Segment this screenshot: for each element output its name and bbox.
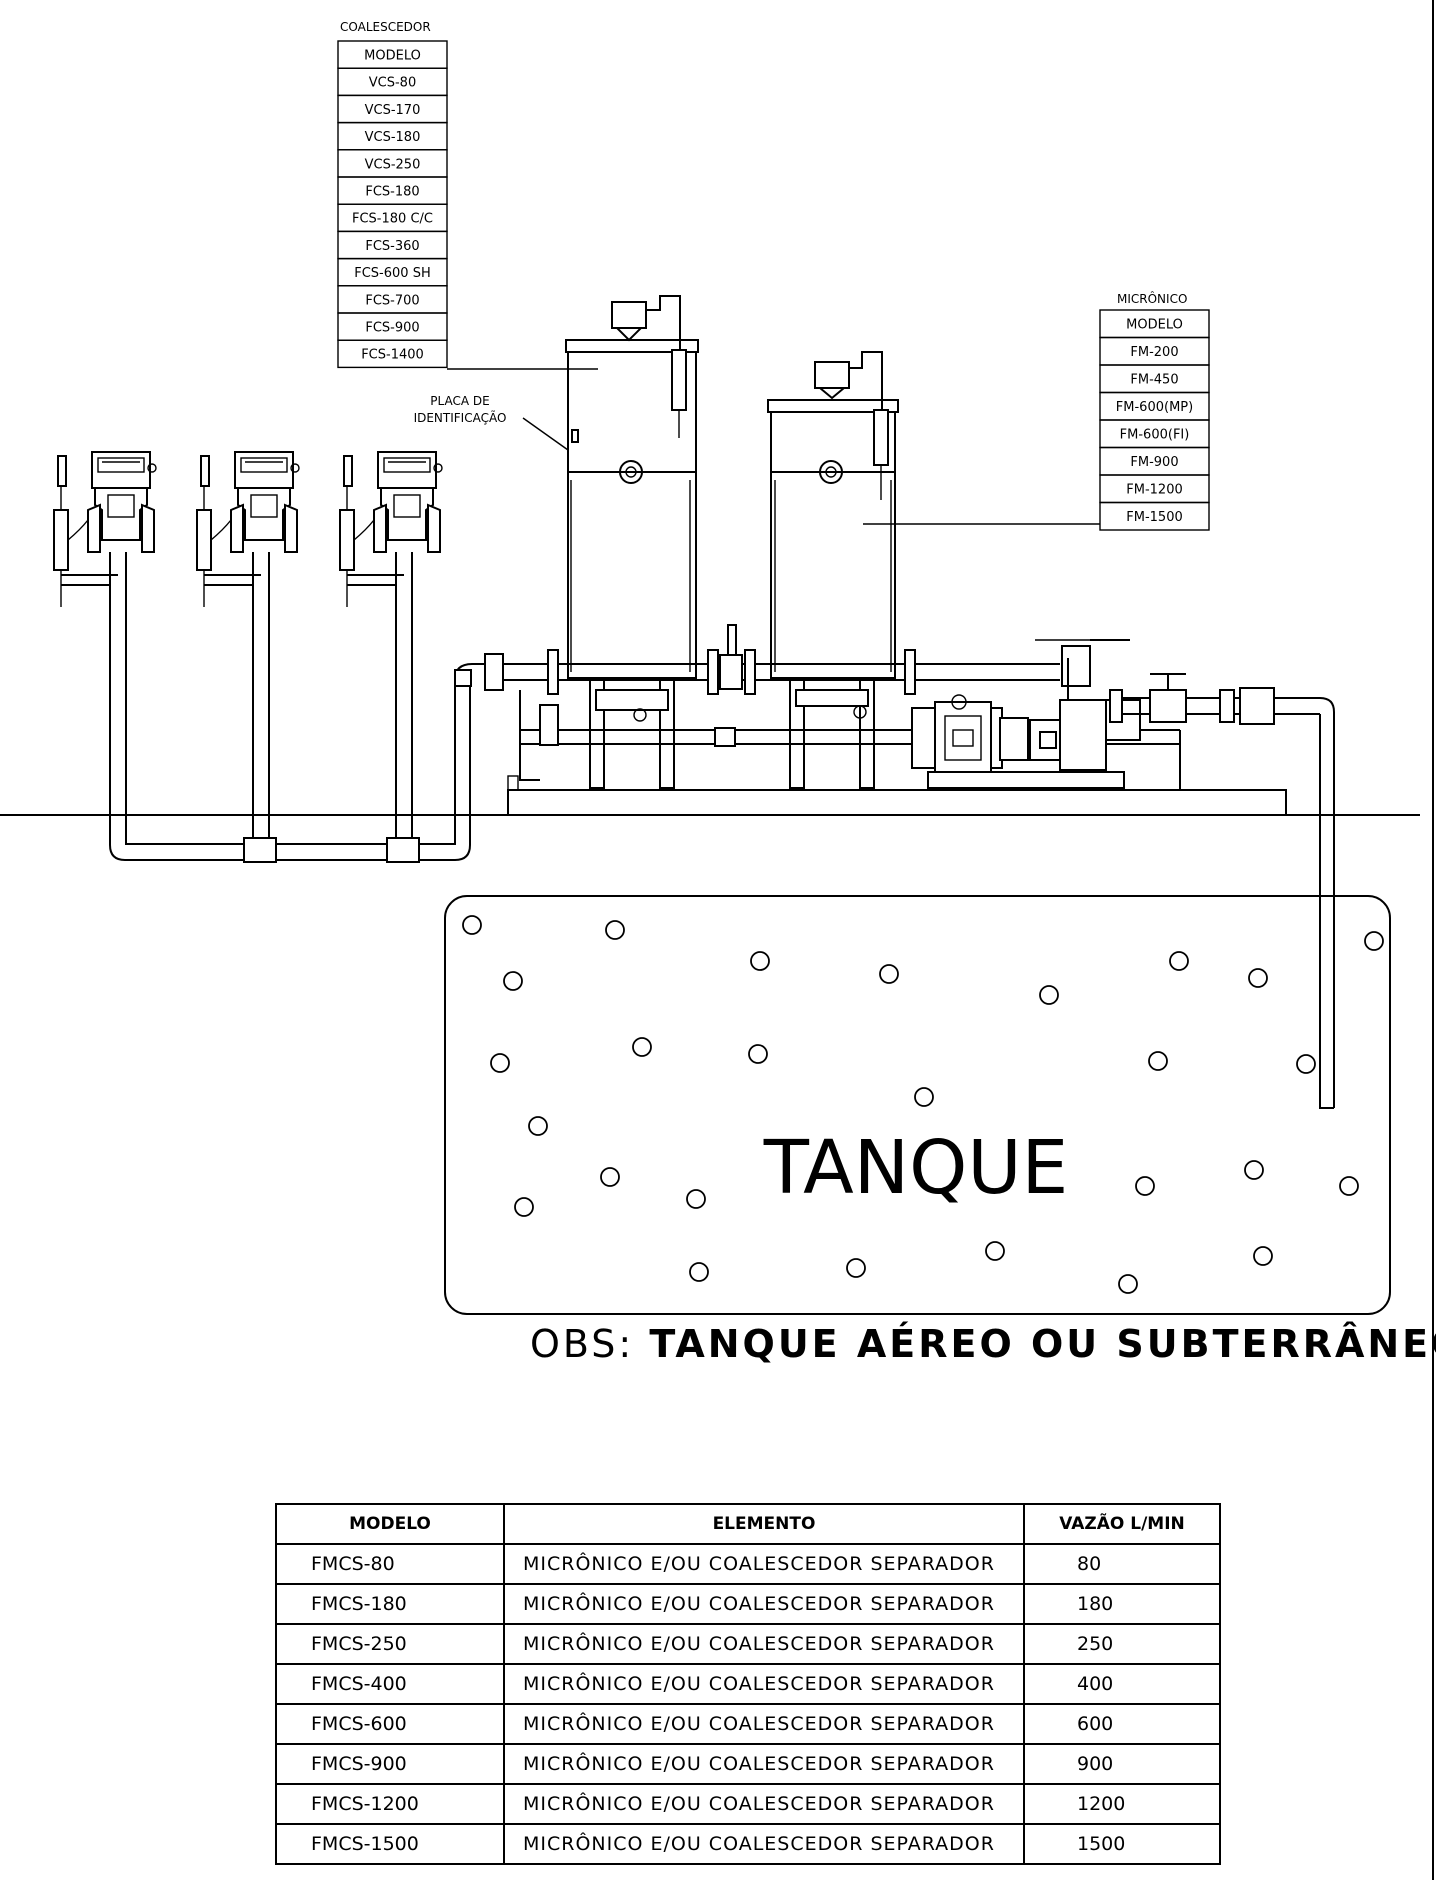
row-element: MICRÔNICO E/OU COALESCEDOR SEPARADOR [503, 1543, 1025, 1585]
row-element: MICRÔNICO E/OU COALESCEDOR SEPARADOR [503, 1703, 1025, 1745]
micronico-header: MODELO [1126, 318, 1183, 333]
row-model: FMCS-1500 [275, 1823, 505, 1865]
tank-bubbles [462, 915, 1384, 1294]
tank: TANQUE [444, 895, 1391, 1315]
table-row: FMCS-600 MICRÔNICO E/OU COALESCEDOR SEPA… [275, 1703, 1221, 1745]
row-model: FMCS-250 [275, 1623, 505, 1665]
coalescedor-model: FCS-180 [365, 184, 419, 199]
micronico-model: FM-1500 [1126, 510, 1182, 525]
row-model: FMCS-400 [275, 1663, 505, 1705]
row-element: MICRÔNICO E/OU COALESCEDOR SEPARADOR [503, 1583, 1025, 1625]
skid-piping [484, 624, 1180, 781]
micronico-model: FM-600(FI) [1120, 428, 1190, 443]
dispenser-2 [196, 451, 300, 845]
coalescedor-model: FCS-900 [365, 320, 419, 335]
coalescedor-table: COALESCEDOR MODELO VCS-80VCS-170VCS-180VC… [337, 20, 448, 369]
micronico-title: MICRÔNICO [1117, 291, 1187, 306]
row-model: FMCS-80 [275, 1543, 505, 1585]
skid-foot [507, 775, 519, 791]
row-element: MICRÔNICO E/OU COALESCEDOR SEPARADOR [503, 1823, 1025, 1865]
header-modelo: MODELO [275, 1503, 505, 1545]
row-flow: 900 [1023, 1743, 1221, 1785]
underground-piping [109, 663, 495, 863]
model-table: MODELO ELEMENTO VAZÃO L/MIN FMCS-80 MICR… [275, 1503, 1221, 1865]
row-flow: 600 [1023, 1703, 1221, 1745]
row-flow: 1200 [1023, 1783, 1221, 1825]
micronico-model: FM-600(MP) [1116, 400, 1193, 415]
header-vazao: VAZÃO L/MIN [1023, 1503, 1221, 1545]
obs-text: TANQUE AÉREO OU SUBTERRÂNEO [649, 1322, 1436, 1366]
table-row: FMCS-80 MICRÔNICO E/OU COALESCEDOR SEPAR… [275, 1543, 1221, 1585]
row-model: FMCS-600 [275, 1703, 505, 1745]
coalescedor-header: MODELO [364, 48, 421, 63]
return-line [1109, 673, 1335, 1109]
row-model: FMCS-180 [275, 1583, 505, 1625]
coalescedor-model: VCS-170 [365, 103, 421, 118]
placa-label-2: IDENTIFICAÇÃO [414, 410, 507, 425]
row-element: MICRÔNICO E/OU COALESCEDOR SEPARADOR [503, 1623, 1025, 1665]
micronico-model: FM-450 [1130, 373, 1178, 388]
row-flow: 400 [1023, 1663, 1221, 1705]
row-element: MICRÔNICO E/OU COALESCEDOR SEPARADOR [503, 1783, 1025, 1825]
row-flow: 80 [1023, 1543, 1221, 1585]
row-model: FMCS-900 [275, 1743, 505, 1785]
placa-leader [522, 417, 569, 451]
header-elemento: ELEMENTO [503, 1503, 1025, 1545]
coalescedor-model: VCS-80 [369, 76, 416, 91]
tank-label: TANQUE [763, 1125, 1069, 1211]
table-row: FMCS-1500 MICRÔNICO E/OU COALESCEDOR SEP… [275, 1823, 1221, 1865]
row-model: FMCS-1200 [275, 1783, 505, 1825]
row-flow: 180 [1023, 1583, 1221, 1625]
motor-pump [911, 639, 1141, 789]
coalescedor-title: COALESCEDOR [340, 20, 431, 34]
coalescedor-cell [337, 339, 448, 369]
micronic-vessel [767, 351, 899, 789]
dispenser-3 [339, 451, 443, 845]
coalescedor-model: VCS-180 [365, 130, 421, 145]
fuel-dispensers [53, 451, 443, 845]
coalescer-vessel [565, 295, 699, 789]
micronico-model: FM-200 [1130, 345, 1178, 360]
coalescedor-model: FCS-1400 [361, 348, 424, 363]
model-table-header: MODELO ELEMENTO VAZÃO L/MIN [275, 1503, 1221, 1545]
micronico-model: FM-1200 [1126, 483, 1182, 498]
coalescedor-model: FCS-600 SH [354, 266, 430, 281]
table-row: FMCS-900 MICRÔNICO E/OU COALESCEDOR SEPA… [275, 1743, 1221, 1785]
micronico-model: FM-900 [1130, 455, 1178, 470]
table-row: FMCS-1200 MICRÔNICO E/OU COALESCEDOR SEP… [275, 1783, 1221, 1825]
row-flow: 250 [1023, 1623, 1221, 1665]
table-row: FMCS-250 MICRÔNICO E/OU COALESCEDOR SEPA… [275, 1623, 1221, 1665]
dispenser-1 [53, 451, 157, 845]
base-skid [507, 789, 1287, 816]
table-row: FMCS-180 MICRÔNICO E/OU COALESCEDOR SEPA… [275, 1583, 1221, 1625]
coalescedor-model: VCS-250 [365, 157, 421, 172]
obs-note: OBS: TANQUE AÉREO OU SUBTERRÂNEO [530, 1322, 1436, 1366]
row-flow: 1500 [1023, 1823, 1221, 1865]
obs-lead: OBS: [530, 1322, 635, 1366]
coalescedor-model: FCS-700 [365, 293, 419, 308]
table-row: FMCS-400 MICRÔNICO E/OU COALESCEDOR SEPA… [275, 1663, 1221, 1705]
row-element: MICRÔNICO E/OU COALESCEDOR SEPARADOR [503, 1743, 1025, 1785]
coalescedor-model: FCS-360 [365, 239, 419, 254]
micronico-cell [1099, 501, 1210, 531]
placa-label-1: PLACA DE [430, 394, 489, 408]
row-element: MICRÔNICO E/OU COALESCEDOR SEPARADOR [503, 1663, 1025, 1705]
coalescedor-model: FCS-180 C/C [352, 212, 433, 227]
